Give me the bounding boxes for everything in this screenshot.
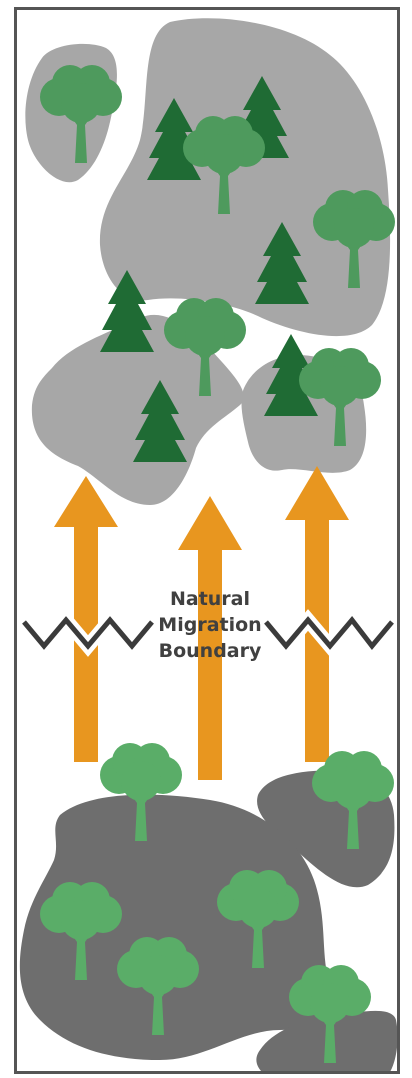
- boundary-label-line-2: Migration: [150, 612, 270, 638]
- migration-arrow-right: [285, 466, 349, 762]
- upper-land-large: [100, 18, 390, 336]
- boundary-label-line-3: Boundary: [150, 638, 270, 664]
- boundary-label-line-1: Natural: [150, 586, 270, 612]
- boundary-label: Natural Migration Boundary: [150, 586, 270, 664]
